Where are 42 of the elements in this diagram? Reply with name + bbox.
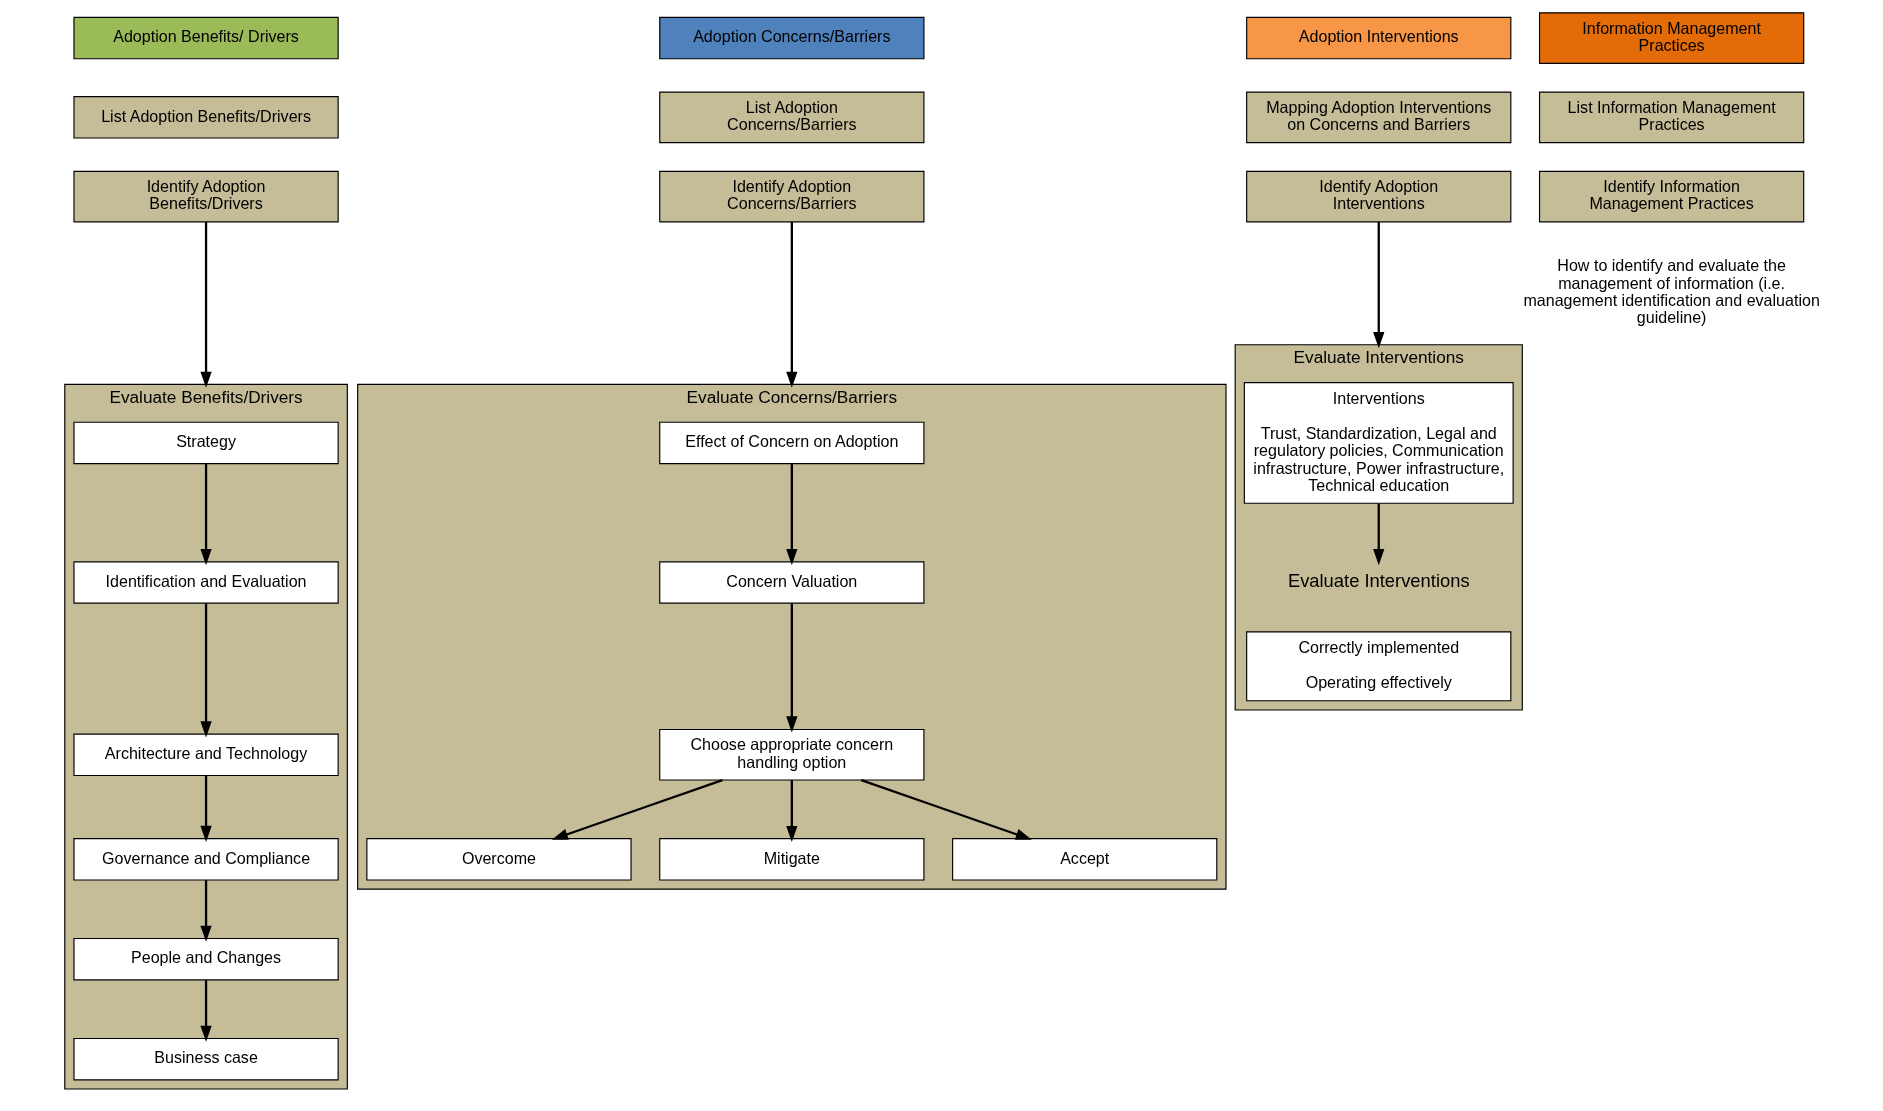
node-box: Concern Valuation <box>658 561 924 604</box>
node-box: Mapping Adoption Interventions on Concerns and Barriers <box>1245 91 1511 144</box>
node-box: Correctly implemented Operating effectively <box>1245 631 1511 702</box>
arrow <box>199 603 212 738</box>
node-box: Identify Adoption Benefits/Drivers <box>72 170 339 223</box>
node-box: People and Changes <box>72 937 339 981</box>
node-box: Architecture and Technology <box>72 733 339 777</box>
node-text: Evaluate Interventions <box>1287 569 1470 591</box>
node-box: Interventions Trust, Standardization, Legal and regulatory policies, Communication infrastructure, Power infrastructure, Technical education <box>1243 382 1514 504</box>
arrow <box>785 603 797 733</box>
arrow <box>199 980 212 1042</box>
node-box: List Information Management Practices <box>1538 91 1804 144</box>
arrow <box>860 779 1032 840</box>
node-box: List Adoption Benefits/Drivers <box>72 96 339 139</box>
node-box: List Adoption Concerns/Barriers <box>658 91 924 144</box>
node-box: Identify Adoption Interventions <box>1245 170 1511 223</box>
arrow <box>785 463 797 566</box>
node-box: Overcome <box>365 838 632 881</box>
node-box: Choose appropriate concern handling option <box>658 728 924 781</box>
node-box: Accept <box>951 838 1217 881</box>
arrow <box>199 775 212 842</box>
arrow <box>199 463 212 566</box>
label: How to identify and evaluate the management of information (i.e. management identification and evaluation guideline) <box>1522 256 1820 327</box>
arrow <box>199 880 212 942</box>
arrow <box>785 780 797 843</box>
node-box: Identify Adoption Concerns/Barriers <box>658 170 924 223</box>
node-box: Adoption Benefits/ Drivers <box>72 16 339 60</box>
node-box: Strategy <box>72 421 339 465</box>
node-box: Effect of Concern on Adoption <box>658 421 924 465</box>
node-box: Identification and Evaluation <box>72 561 339 604</box>
arrow <box>785 222 797 388</box>
node-box: Adoption Concerns/Barriers <box>658 16 924 60</box>
node-box: Governance and Compliance <box>72 838 339 881</box>
node-box: Mitigate <box>658 838 924 881</box>
node-box: Identify Information Management Practices <box>1538 170 1804 223</box>
arrow <box>551 779 723 840</box>
arrow <box>199 222 212 388</box>
node-box: Adoption Interventions <box>1245 16 1511 60</box>
node-box: Business case <box>72 1037 339 1081</box>
node-box: Information Management Practices <box>1538 12 1804 64</box>
arrow <box>1372 503 1384 566</box>
arrow <box>1372 222 1384 349</box>
